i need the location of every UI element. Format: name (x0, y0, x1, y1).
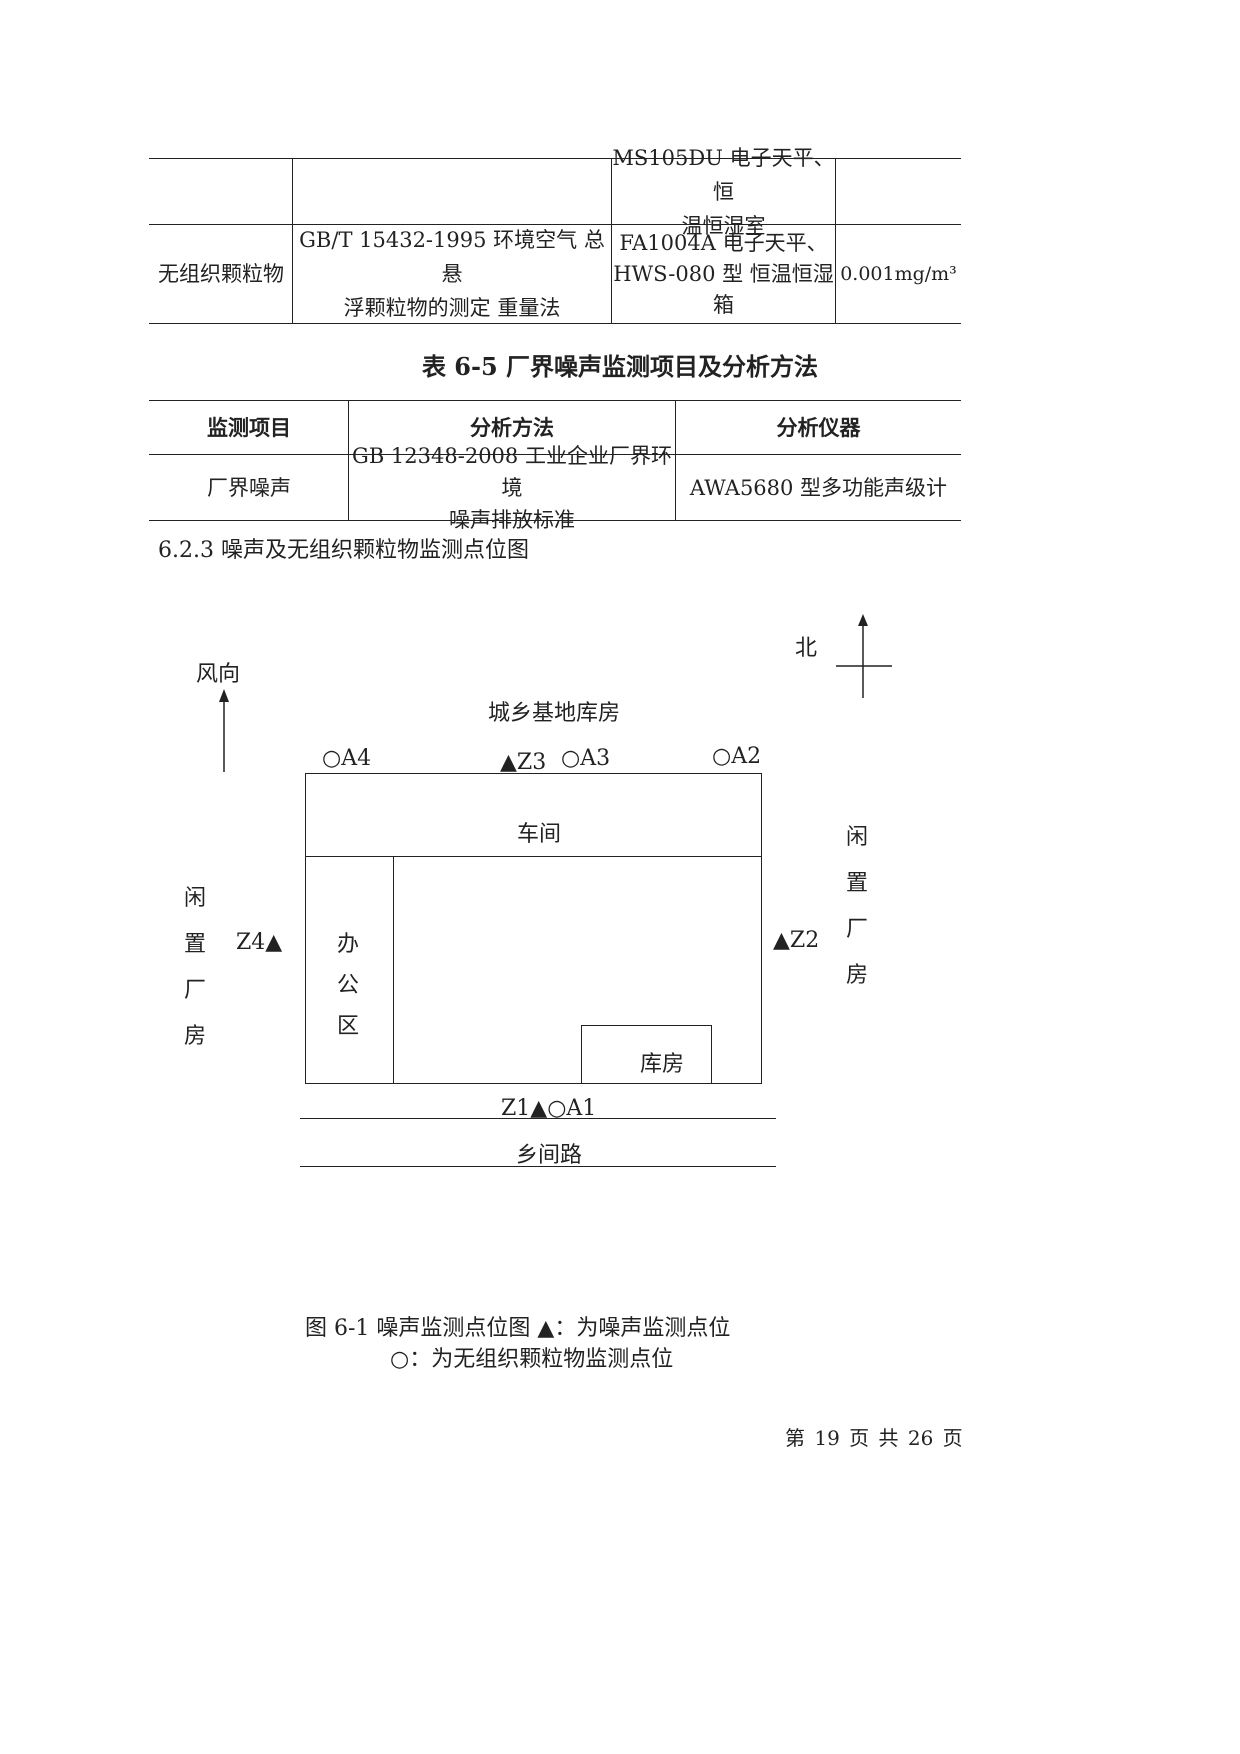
table-cell-method: GB 12348-2008 工业企业厂界环境 噪声排放标准 (352, 443, 672, 532)
north-label: 北 (795, 636, 818, 661)
table-header: 分析方法 (470, 414, 554, 440)
point-z1-a1: Z1▲○A1 (501, 1096, 597, 1121)
top-building-label: 城乡基地库房 (488, 701, 621, 726)
table-cell-limit: 0.001mg/m³ (840, 263, 957, 285)
wind-arrow-icon (219, 689, 229, 772)
road-edge-top (300, 1118, 776, 1119)
wind-direction-label: 风向 (196, 662, 241, 687)
point-z2: ▲Z2 (773, 928, 820, 953)
point-a4: ○A4 (322, 746, 372, 771)
idle-plant-right: 闲 置 厂 房 (845, 825, 868, 988)
north-arrow-icon (836, 614, 892, 698)
road-label: 乡间路 (516, 1143, 583, 1168)
figure-caption-line1: 图 6-1 噪声监测点位图 ▲：为噪声监测点位 (305, 1316, 731, 1341)
section-title: 6.2.3 噪声及无组织颗粒物监测点位图 (158, 538, 529, 563)
figure-caption-line2: ○：为无组织颗粒物监测点位 (390, 1347, 674, 1372)
table-header: 监测项目 (207, 414, 291, 440)
point-z4: Z4▲ (236, 930, 283, 955)
table-cell-method: GB/T 15432-1995 环境空气 总悬 浮颗粒物的测定 重量法 (299, 228, 605, 320)
table-cell-item: 无组织颗粒物 (158, 262, 284, 286)
idle-plant-left: 闲 置 厂 房 (183, 886, 206, 1049)
table-cell-instrument: MS105DU 电子天平、恒 温恒湿室 (612, 145, 835, 238)
warehouse-label: 库房 (640, 1052, 685, 1077)
point-z3: ▲Z3 (500, 750, 547, 775)
table-cell-instrument: FA1004A 电子天平、 HWS-080 型 恒温恒湿 箱 (613, 230, 834, 317)
table-cell-instrument: AWA5680 型多功能声级计 (689, 475, 948, 500)
table-cell-item: 厂界噪声 (207, 475, 291, 500)
point-a2: ○A2 (712, 744, 762, 769)
road-edge-bottom (300, 1166, 776, 1167)
warehouse-box (581, 1025, 712, 1084)
plant-boundary (305, 773, 762, 1084)
office-label: 办 公 区 (336, 932, 359, 1039)
page-number: 第 19 页 共 26 页 (785, 1426, 963, 1450)
point-a3: ○A3 (561, 746, 611, 771)
workshop-label: 车间 (517, 822, 562, 847)
table-caption: 表 6-5 厂界噪声监测项目及分析方法 (421, 352, 819, 381)
table-header: 分析仪器 (776, 414, 861, 440)
